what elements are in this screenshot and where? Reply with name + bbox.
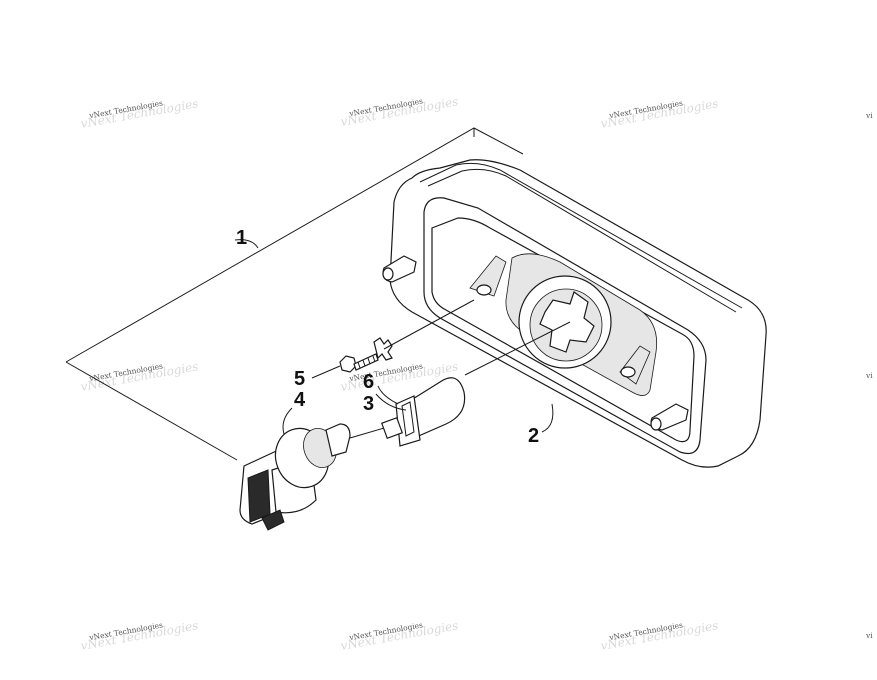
callout-6: 6 bbox=[363, 371, 374, 393]
mounting-boss-left bbox=[469, 255, 507, 297]
callout-3: 3 bbox=[363, 393, 374, 415]
watermark-edge: vi bbox=[865, 631, 873, 640]
mounting-stud-bottom bbox=[650, 403, 689, 431]
clip-nut bbox=[373, 299, 475, 361]
screw bbox=[339, 353, 379, 373]
watermark-1: vNext Technologies vNext Technologies bbox=[79, 96, 199, 130]
watermark-7: vNext Technologies vNext Technologies bbox=[79, 618, 199, 652]
callout-5: 5 bbox=[294, 368, 305, 390]
callout-1: 1 bbox=[236, 227, 247, 249]
watermark-2: vNext Technologies vNext Technologies bbox=[339, 94, 459, 128]
bulb bbox=[380, 377, 466, 447]
watermark-edge: vi bbox=[865, 371, 873, 380]
tail-light-housing bbox=[382, 159, 767, 468]
bulb-socket bbox=[239, 423, 385, 531]
watermark-4: vNext Technologies vNext Technologies bbox=[79, 359, 199, 393]
callout-4: 4 bbox=[294, 389, 306, 411]
leader-lines bbox=[282, 365, 554, 435]
watermark-edge: vi bbox=[865, 111, 873, 120]
socket-hole bbox=[518, 275, 612, 369]
mounting-stud-top bbox=[382, 255, 417, 283]
callout-2: 2 bbox=[528, 425, 539, 447]
assembly-bracket bbox=[65, 127, 524, 461]
watermark-3: vNext Technologies vNext Technologies bbox=[599, 96, 719, 130]
watermark-8: vNext Technologies vNext Technologies bbox=[339, 618, 459, 652]
watermark-9: vNext Technologies vNext Technologies bbox=[599, 618, 719, 652]
mounting-boss-right bbox=[619, 345, 651, 385]
